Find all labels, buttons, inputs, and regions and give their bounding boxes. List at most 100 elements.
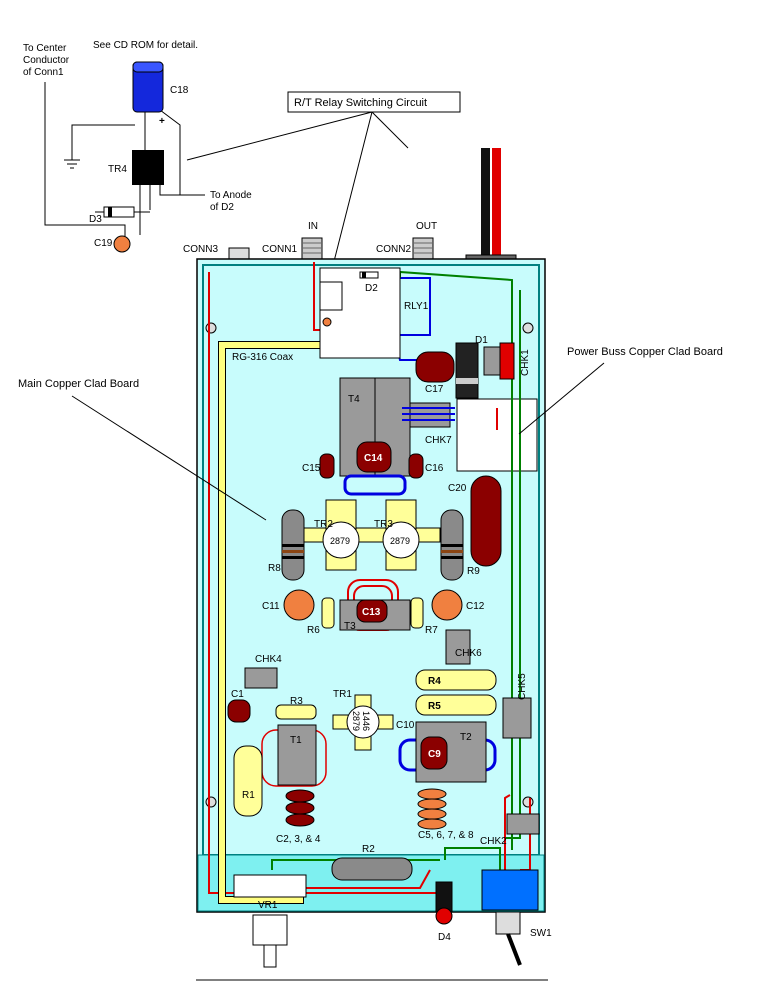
r4-label: R4 — [428, 676, 441, 687]
c234-label: C2, 3, & 4 — [276, 834, 321, 845]
callout-power-board: Power Buss Copper Clad Board — [518, 346, 723, 435]
c2-capacitor — [285, 789, 315, 803]
c19-capacitor — [113, 235, 131, 253]
t2-transformer: C9 T2 — [398, 721, 497, 783]
c13-capacitor — [356, 599, 388, 623]
mount-screw-tr — [522, 322, 534, 334]
c12-capacitor — [431, 589, 463, 621]
c15-capacitor — [319, 453, 335, 479]
c11-capacitor — [283, 589, 315, 621]
sw1-switch: SW1 — [481, 869, 552, 966]
vr1-label: VR1 — [258, 900, 278, 911]
d3-diode — [103, 206, 135, 218]
mount-screw-br — [522, 796, 534, 808]
c17-label: C17 — [425, 384, 444, 395]
tr1-part-1: 1446 — [361, 711, 371, 731]
callout-relay-text: R/T Relay Switching Circuit — [294, 97, 427, 109]
callout-main-board: Main Copper Clad Board — [18, 378, 267, 521]
callout-relay-circuit: R/T Relay Switching Circuit — [186, 91, 461, 286]
c6-capacitor — [417, 798, 447, 810]
d1-label: D1 — [475, 335, 488, 346]
conn1-label: CONN1 — [262, 244, 297, 255]
c5678-label: C5, 6, 7, & 8 — [418, 830, 474, 841]
note-see-cd: See CD ROM for detail. — [93, 40, 198, 51]
c7-capacitor — [417, 808, 447, 820]
c16-capacitor — [408, 453, 424, 479]
wire-green-d4 — [444, 847, 501, 870]
tr4-transistor — [132, 150, 164, 185]
callout-main-line — [71, 395, 267, 521]
chk7-choke: CHK7 — [402, 402, 455, 446]
c11-label: C11 — [262, 601, 280, 612]
c4-capacitor — [285, 813, 315, 827]
sw1-bushing — [495, 911, 521, 935]
c16-label: C16 — [425, 463, 444, 474]
t2-label: T2 — [460, 732, 472, 743]
r9-band-1 — [441, 544, 463, 547]
tr1-transistor: 1446 2879 TR1 — [332, 689, 394, 751]
chk5-label: CHK5 — [517, 673, 528, 700]
r2-resistor — [331, 857, 413, 881]
sw1-label: SW1 — [530, 928, 552, 939]
callout-relay-line-right — [327, 111, 373, 286]
note-to-anode-1: To Anode — [210, 190, 252, 201]
r7-resistor — [410, 597, 424, 629]
c3-capacitor — [285, 801, 315, 815]
c18-plus: + — [159, 116, 165, 127]
sw1-body — [481, 869, 539, 911]
c19-label: C19 — [94, 238, 113, 249]
t1-core — [277, 724, 317, 786]
t4-transformer: T4 C14 — [339, 377, 411, 496]
c1-label: C1 — [231, 689, 244, 700]
vr1-body — [233, 874, 307, 898]
chk6-label: CHK6 — [455, 648, 482, 659]
conn2-out-label: OUT — [416, 221, 437, 232]
r9-band-3 — [441, 556, 463, 559]
vr1-potentiometer: VR1 — [233, 874, 307, 968]
callout-power-line — [518, 362, 605, 435]
note-to-center-3: of Conn1 — [23, 67, 64, 78]
relay-switching-inset: To Center Conductor of Conn1 See CD ROM … — [23, 40, 252, 253]
wire-red-chk2-b — [504, 794, 511, 870]
d3-label: D3 — [89, 214, 102, 225]
chk1-winding — [499, 342, 515, 380]
chk4-choke — [244, 667, 278, 689]
conn1-in-label: IN — [308, 221, 318, 232]
r8-band-2 — [282, 550, 304, 553]
note-to-anode-2: of D2 — [210, 202, 234, 213]
d1-chk1: D1 CHK1 — [455, 335, 531, 399]
r9-label: R9 — [467, 566, 480, 577]
r8-band-3 — [282, 556, 304, 559]
c18-top — [132, 61, 164, 73]
tr3-label: TR3 — [374, 519, 393, 530]
t3-transformer: C13 T3 — [339, 579, 411, 632]
r3-resistor — [275, 704, 317, 720]
wire-center-conductor — [44, 82, 126, 240]
note-to-center-1: To Center — [23, 43, 67, 54]
callout-power-text: Power Buss Copper Clad Board — [567, 346, 723, 358]
c20-label: C20 — [448, 483, 467, 494]
c12-label: C12 — [466, 601, 485, 612]
rly1-label: RLY1 — [404, 301, 429, 312]
r7-label: R7 — [425, 625, 438, 636]
c2-c3-c4-capacitors: C2, 3, & 4 — [276, 789, 321, 845]
conn2-label: CONN2 — [376, 244, 411, 255]
d3-band — [108, 207, 112, 217]
c5-c8-capacitors: C5, 6, 7, & 8 — [417, 788, 474, 841]
c10-label: C10 — [396, 720, 415, 731]
chk1-label: CHK1 — [520, 349, 531, 376]
wire-tr4-lead3 — [159, 185, 180, 196]
r2-label: R2 — [362, 844, 375, 855]
vr1-knob — [263, 944, 277, 968]
wire-red-r2 — [300, 869, 431, 889]
rly1-relay: D2 RLY1 — [319, 267, 429, 359]
c17-capacitor — [415, 351, 455, 383]
c8-capacitor — [417, 818, 447, 830]
r9-resistor: R9 — [440, 509, 480, 581]
tr2-label: TR2 — [314, 519, 333, 530]
t1-label: T1 — [290, 735, 302, 746]
mount-screw-tl — [205, 322, 217, 334]
c18-label: C18 — [170, 85, 189, 96]
conn3-label: CONN3 — [183, 244, 218, 255]
c9-label: C9 — [428, 749, 441, 760]
